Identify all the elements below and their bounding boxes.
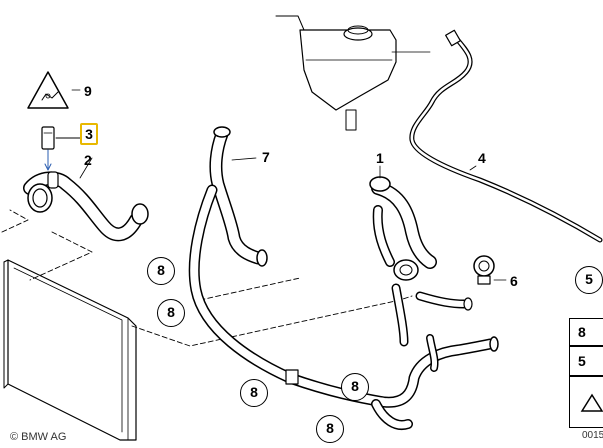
callout-label-9: 9 <box>84 83 92 99</box>
diagram-code: 0015 <box>582 430 603 441</box>
callout-label-3-highlighted: 3 <box>80 123 98 145</box>
expansion-tank-drawing <box>275 15 431 131</box>
sensor-drawing <box>41 126 81 171</box>
hose-7-drawing <box>209 126 268 267</box>
pipe-4-drawing <box>409 29 603 243</box>
callout-label-4: 4 <box>478 150 486 166</box>
callout-label-2: 2 <box>84 152 92 168</box>
callout-circle-8: 8 <box>316 415 344 443</box>
callout-circle-8: 8 <box>341 373 369 401</box>
callout-circle-5: 5 <box>575 266 603 294</box>
callout-label-7: 7 <box>262 149 270 165</box>
warning-triangle-icon <box>580 393 603 412</box>
callout-circle-8: 8 <box>147 257 175 285</box>
side-panel-row-icon <box>569 376 603 428</box>
callout-label-1: 1 <box>376 150 384 166</box>
side-panel-row-8: 8 <box>569 318 603 346</box>
hose-1-drawing <box>369 165 473 372</box>
callout-label-6: 6 <box>510 273 518 289</box>
warning-sign-drawing <box>27 71 81 109</box>
clamp-drawing <box>473 255 507 285</box>
brand-name: BMW AG <box>21 431 67 443</box>
side-panel-row-5: 5 <box>569 346 603 376</box>
hose-2-drawing <box>23 157 149 242</box>
guide-lines <box>1 209 413 347</box>
callout-circle-8: 8 <box>157 299 185 327</box>
radiator-drawing <box>3 259 137 441</box>
callout-circle-8: 8 <box>240 379 268 407</box>
brand-footer: © BMW AG <box>10 431 67 443</box>
